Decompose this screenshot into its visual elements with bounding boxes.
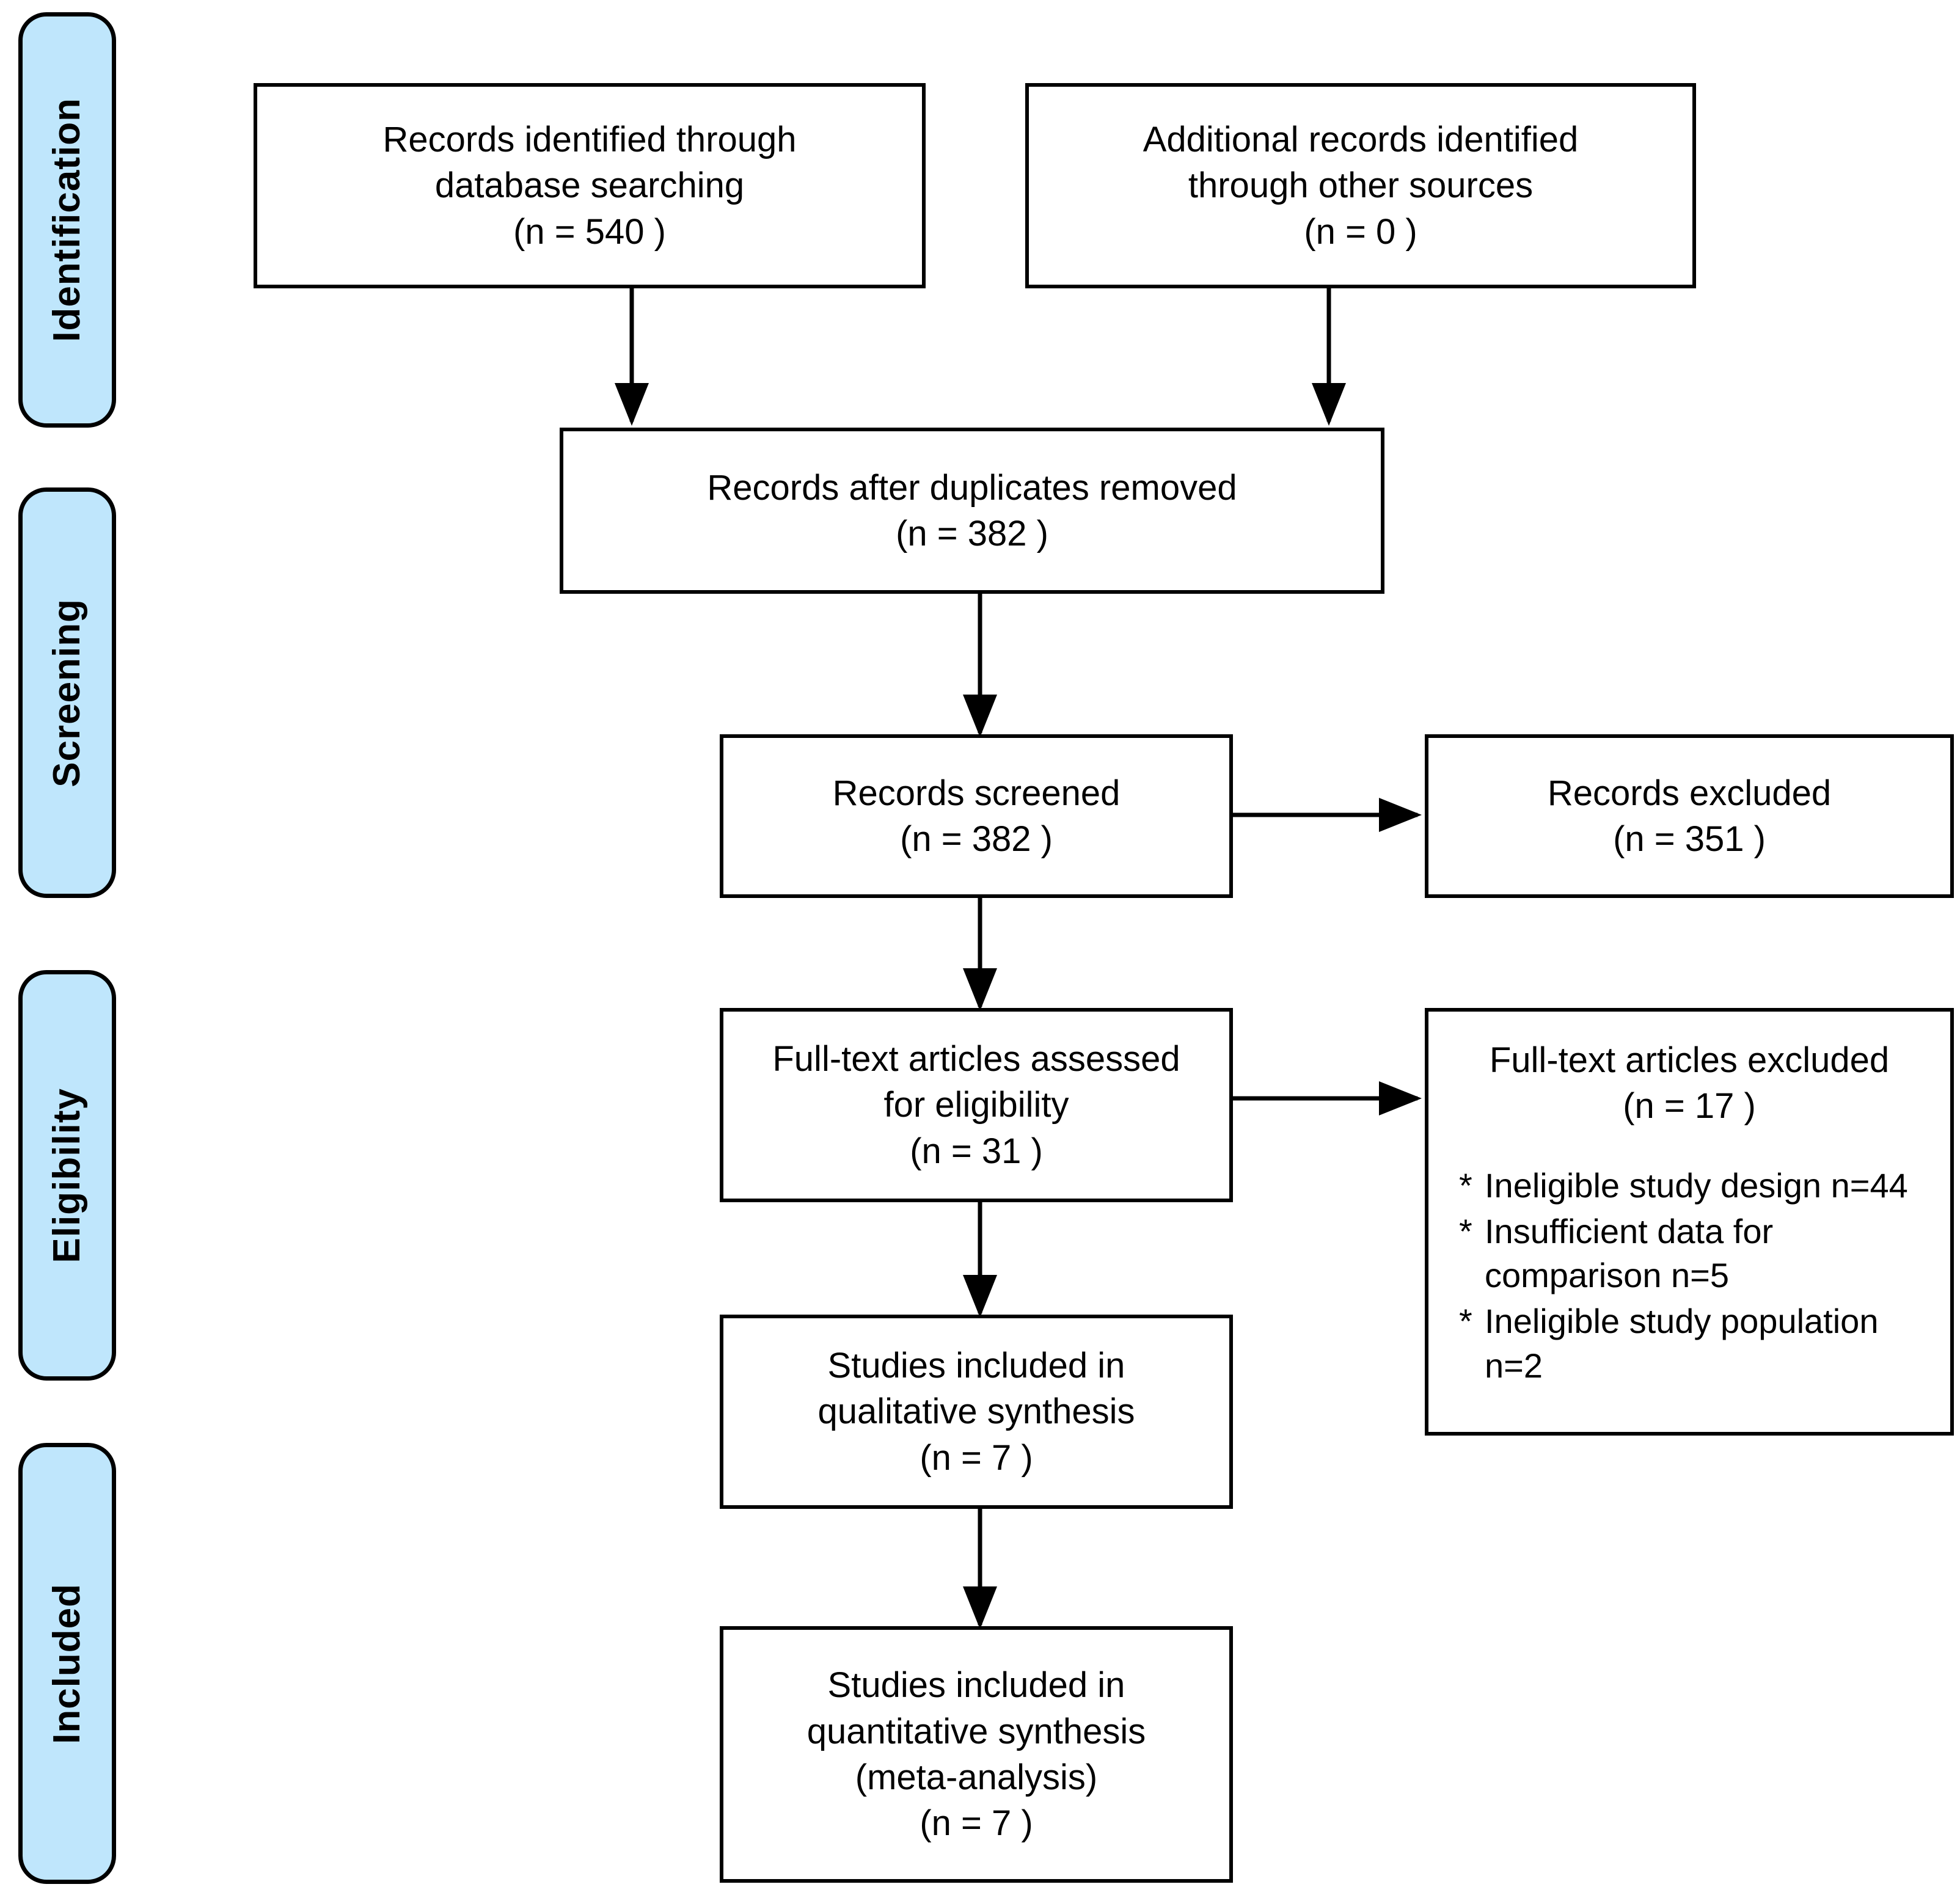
bullet-star-icon: * [1459,1302,1472,1341]
box-count: (n = 0 ) [1304,211,1417,252]
box-additional-records-other-sources[interactable]: Additional records identified through ot… [1025,83,1696,288]
box-count: (n = 540 ) [513,211,666,252]
box-records-identified-database[interactable]: Records identified through database sear… [254,83,926,288]
phase-tab-label: Identification [46,98,88,342]
phase-tab-label: Included [46,1583,88,1744]
exclusion-reason-list: * Ineligible study design n=44 * Insuffi… [1442,1164,1937,1390]
box-records-after-duplicates-removed[interactable]: Records after duplicates removed (n = 38… [560,428,1384,594]
box-line-secondary: for eligibility [883,1085,1069,1125]
phase-tab-eligibility[interactable]: Eligibility [18,970,116,1381]
box-line-secondary: quantitative synthesis [806,1711,1146,1751]
box-line-secondary: database searching [434,166,745,206]
box-line-primary: Additional records identified [1143,119,1579,159]
phase-tab-screening[interactable]: Screening [18,487,116,898]
box-line-primary: Studies included in [827,1665,1125,1706]
box-line-secondary: qualitative synthesis [817,1392,1135,1432]
box-line-primary: Records identified through [382,119,797,159]
box-line-primary: Studies included in [827,1345,1125,1385]
list-item-label: Ineligible study population n=2 [1485,1302,1879,1385]
box-line-tertiary: (meta-analysis) [855,1757,1098,1797]
box-count: (n = 31 ) [910,1131,1043,1171]
list-item: * Ineligible study design n=44 [1459,1164,1937,1208]
box-count: (n = 382 ) [900,819,1053,859]
box-line-primary: Records excluded [1547,773,1832,813]
box-line-primary: Records screened [832,773,1121,813]
phase-tab-label: Eligibility [46,1087,88,1263]
box-studies-included-qualitative[interactable]: Studies included in qualitative synthesi… [720,1315,1233,1509]
bullet-star-icon: * [1459,1211,1472,1250]
box-count: (n = 17 ) [1623,1086,1756,1126]
box-studies-included-quantitative[interactable]: Studies included in quantitative synthes… [720,1626,1233,1883]
box-records-screened[interactable]: Records screened (n = 382 ) [720,734,1233,898]
bullet-star-icon: * [1459,1166,1472,1205]
list-item-label: Ineligible study design n=44 [1485,1166,1908,1205]
box-count: (n = 7 ) [920,1803,1033,1844]
box-count: (n = 382 ) [896,514,1048,553]
box-count: (n = 351 ) [1613,819,1766,859]
box-count: (n = 7 ) [920,1437,1033,1478]
box-line-primary: Full-text articles excluded [1489,1040,1890,1080]
phase-tab-identification[interactable]: Identification [18,12,116,428]
box-fulltext-assessed-eligibility[interactable]: Full-text articles assessed for eligibil… [720,1008,1233,1202]
list-item: * Ineligible study population n=2 [1459,1299,1937,1389]
box-line-primary: Records after duplicates removed [707,467,1237,508]
box-line-primary: Full-text articles assessed [772,1038,1180,1079]
phase-tab-included[interactable]: Included [18,1443,116,1884]
box-records-excluded[interactable]: Records excluded (n = 351 ) [1425,734,1954,898]
box-fulltext-excluded[interactable]: Full-text articles excluded (n = 17 ) * … [1425,1008,1954,1436]
box-line-secondary: through other sources [1188,166,1534,206]
list-item-label: Insufficient data for comparison n=5 [1485,1211,1774,1295]
list-item: * Insufficient data for comparison n=5 [1459,1210,1937,1299]
phase-tab-label: Screening [46,598,88,787]
